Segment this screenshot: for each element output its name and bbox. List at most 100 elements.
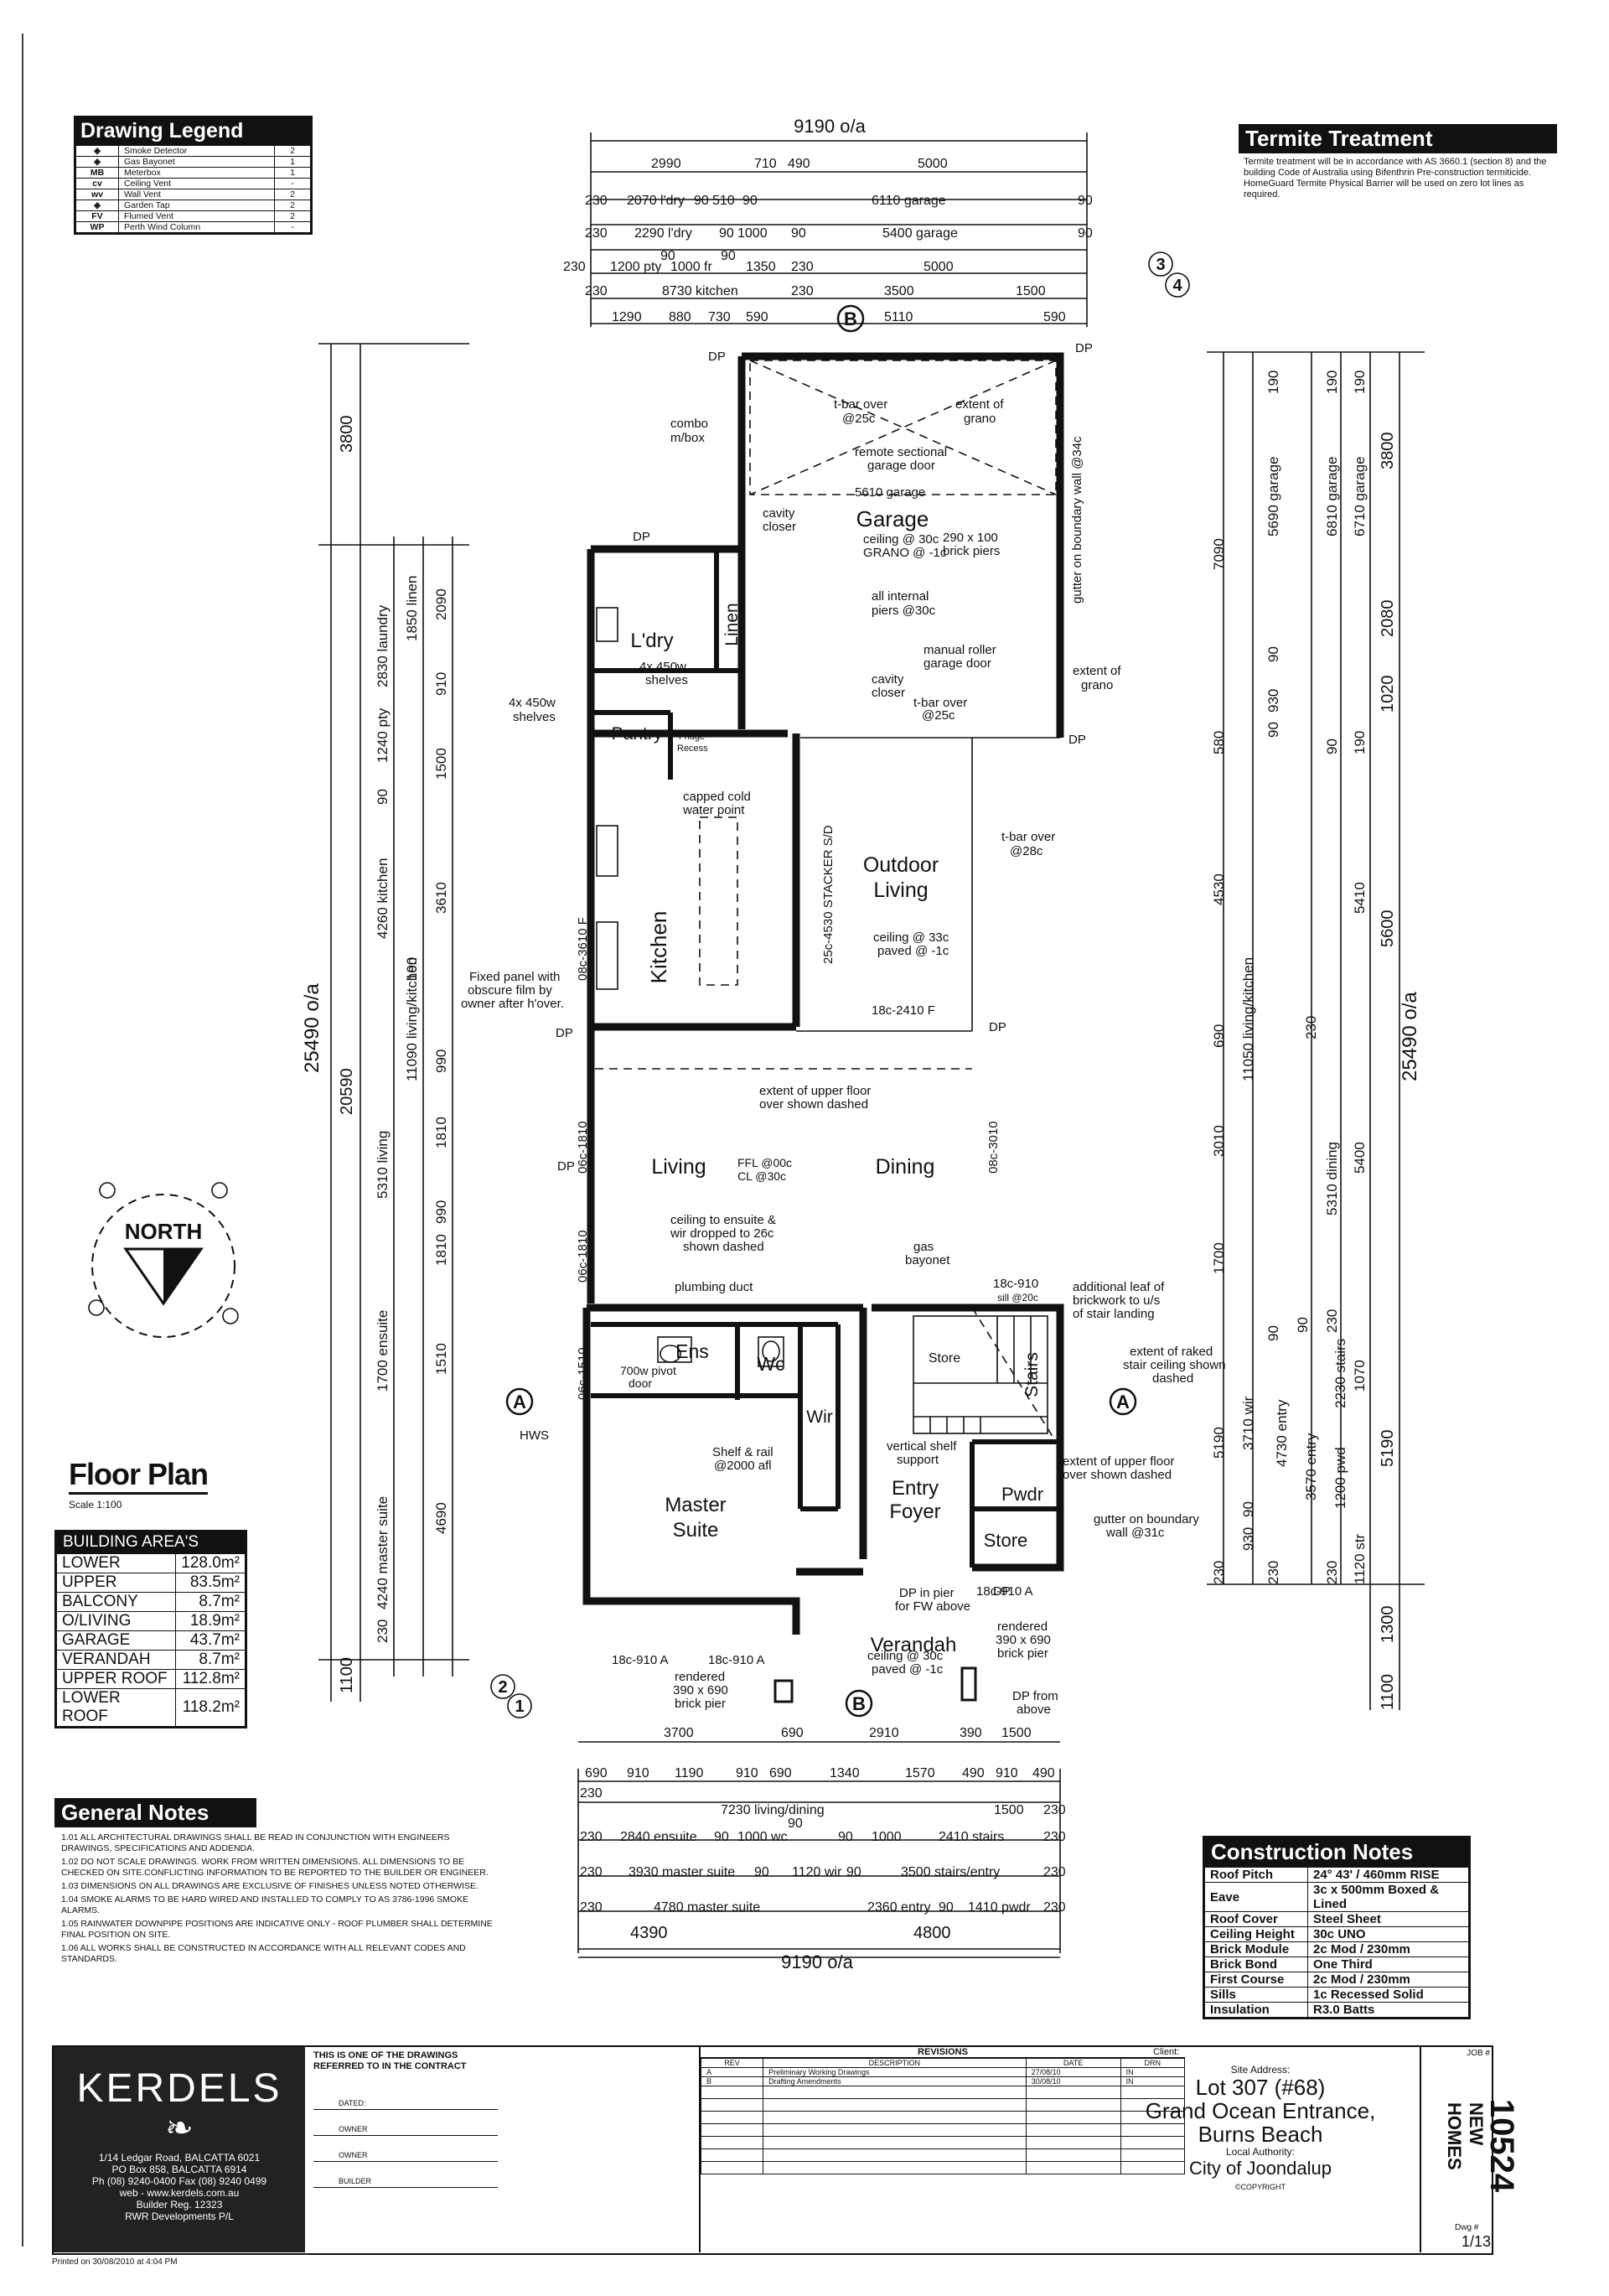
svg-text:1500: 1500	[1001, 1726, 1032, 1740]
svg-text:190: 190	[1352, 731, 1368, 754]
copyright: ©COPYRIGHT	[1234, 2183, 1286, 2191]
address-line: PO Box 858, BALCATTA 6914	[111, 2164, 247, 2175]
room-linen: Linen	[722, 603, 742, 645]
svg-text:910: 910	[627, 1766, 649, 1780]
svg-text:GRANO @ -1c: GRANO @ -1c	[863, 546, 947, 560]
legend-title: Drawing Legend	[75, 117, 311, 145]
revision-cell-empty	[763, 2136, 1027, 2149]
svg-text:1290: 1290	[612, 310, 642, 324]
address-line: Builder Reg. 12323	[136, 2199, 223, 2210]
area-name: O/LIVING	[55, 1611, 177, 1631]
svg-text:3800: 3800	[338, 416, 356, 453]
room-store: Store	[984, 1530, 1028, 1551]
stair-treads	[913, 1315, 1048, 1434]
area-name: GARAGE	[55, 1630, 177, 1651]
svg-text:90: 90	[721, 249, 736, 263]
svg-text:4730 entry: 4730 entry	[1274, 1399, 1290, 1467]
area-value: 112.8m²	[175, 1669, 246, 1689]
svg-text:1240 pty: 1240 pty	[375, 707, 391, 763]
svg-text:5310 dining: 5310 dining	[1324, 1142, 1340, 1215]
section-b-top: B	[844, 308, 857, 329]
left-dimensions	[318, 343, 469, 1702]
svg-text:690: 690	[1211, 1024, 1227, 1048]
svg-text:90: 90	[1265, 646, 1281, 662]
svg-text:1020: 1020	[1379, 676, 1397, 713]
legend-label: Garden Tap	[118, 200, 275, 211]
svg-text:t-bar over: t-bar over	[834, 397, 887, 412]
svg-text:m/box: m/box	[670, 431, 705, 445]
revision-row-empty	[700, 2136, 1186, 2149]
svg-text:extent of upper floor: extent of upper floor	[759, 1084, 871, 1098]
svg-text:590: 590	[1043, 310, 1066, 324]
svg-text:1120 str: 1120 str	[1352, 1533, 1368, 1584]
svg-text:4780 master suite: 4780 master suite	[654, 1900, 760, 1915]
internal-walls	[591, 549, 1060, 1568]
room-ensuite: Ens	[675, 1340, 709, 1362]
svg-text:910: 910	[736, 1766, 758, 1780]
construction-value: 2c Mod / 230mm	[1307, 1941, 1469, 1957]
title-block: KERDELS ❧ 1/14 Ledgar Road, BALCATTA 602…	[52, 2045, 1520, 2255]
site-line1: Lot 307 (#68)	[1195, 2075, 1326, 2100]
svg-text:4800: 4800	[913, 1924, 951, 1942]
area-name: UPPER ROOF	[55, 1669, 177, 1689]
svg-text:910: 910	[996, 1766, 1018, 1780]
svg-text:18c-2410 F: 18c-2410 F	[872, 1003, 935, 1018]
legend-icon: ◈	[75, 145, 119, 157]
area-name: LOWER	[55, 1553, 177, 1573]
svg-text:490: 490	[962, 1766, 985, 1780]
svg-text:1100: 1100	[338, 1657, 356, 1693]
revision-rev: A	[700, 2067, 764, 2077]
svg-text:990: 990	[433, 1200, 449, 1224]
svg-text:690: 690	[769, 1766, 792, 1780]
svg-text:1100: 1100	[1379, 1674, 1397, 1710]
svg-text:580: 580	[1211, 731, 1227, 754]
termite-text: Termite treatment will be in accordance …	[1244, 157, 1547, 200]
svg-text:5000: 5000	[923, 260, 954, 274]
signature-label: OWNER	[339, 2151, 368, 2159]
svg-text:1340: 1340	[830, 1766, 860, 1780]
svg-text:owner after h'over.: owner after h'over.	[461, 997, 564, 1011]
svg-text:230: 230	[1211, 1561, 1227, 1584]
section-markers: A A B B 3 4 2 1	[490, 251, 1190, 1718]
construction-name: Ceiling Height	[1204, 1926, 1308, 1942]
legend-symbol-icon: WP	[90, 222, 105, 232]
svg-text:25490 o/a: 25490 o/a	[301, 983, 323, 1073]
section-b-bottom: B	[852, 1693, 866, 1714]
area-value: 8.7m²	[175, 1650, 246, 1670]
revision-cell-empty	[700, 2148, 764, 2162]
svg-text:390: 390	[960, 1726, 982, 1740]
construction-name: Eave	[1204, 1882, 1308, 1912]
svg-text:730: 730	[708, 310, 731, 324]
job-panel: NEW HOMES JOB # 10524 Dwg # 1/13	[1420, 2047, 1520, 2252]
external-walls	[582, 352, 1064, 1635]
svg-text:3500: 3500	[884, 284, 914, 298]
svg-text:1500: 1500	[433, 748, 449, 780]
room-powder: Pwdr	[1001, 1484, 1043, 1505]
svg-text:11050 living/kitchen: 11050 living/kitchen	[1240, 957, 1256, 1081]
svg-text:690: 690	[585, 1766, 608, 1780]
construction-title: Construction Notes	[1204, 1837, 1469, 1867]
revision-cell-empty	[700, 2086, 764, 2099]
area-value: 128.0m²	[175, 1553, 246, 1573]
svg-text:230: 230	[580, 1830, 603, 1844]
svg-text:390 x 690: 390 x 690	[996, 1633, 1051, 1647]
termite-title: Termite Treatment	[1239, 124, 1557, 153]
address-line: Ph (08) 9240-0400 Fax (08) 9240 0499	[91, 2175, 267, 2187]
svg-text:wir dropped to 26c: wir dropped to 26c	[670, 1226, 774, 1241]
svg-text:extent of: extent of	[955, 397, 1004, 412]
site-panel: Client: Site Address: Lot 307 (#68) Gran…	[1135, 2047, 1386, 2252]
revision-cell-empty	[763, 2123, 1027, 2137]
svg-text:230: 230	[585, 194, 608, 208]
